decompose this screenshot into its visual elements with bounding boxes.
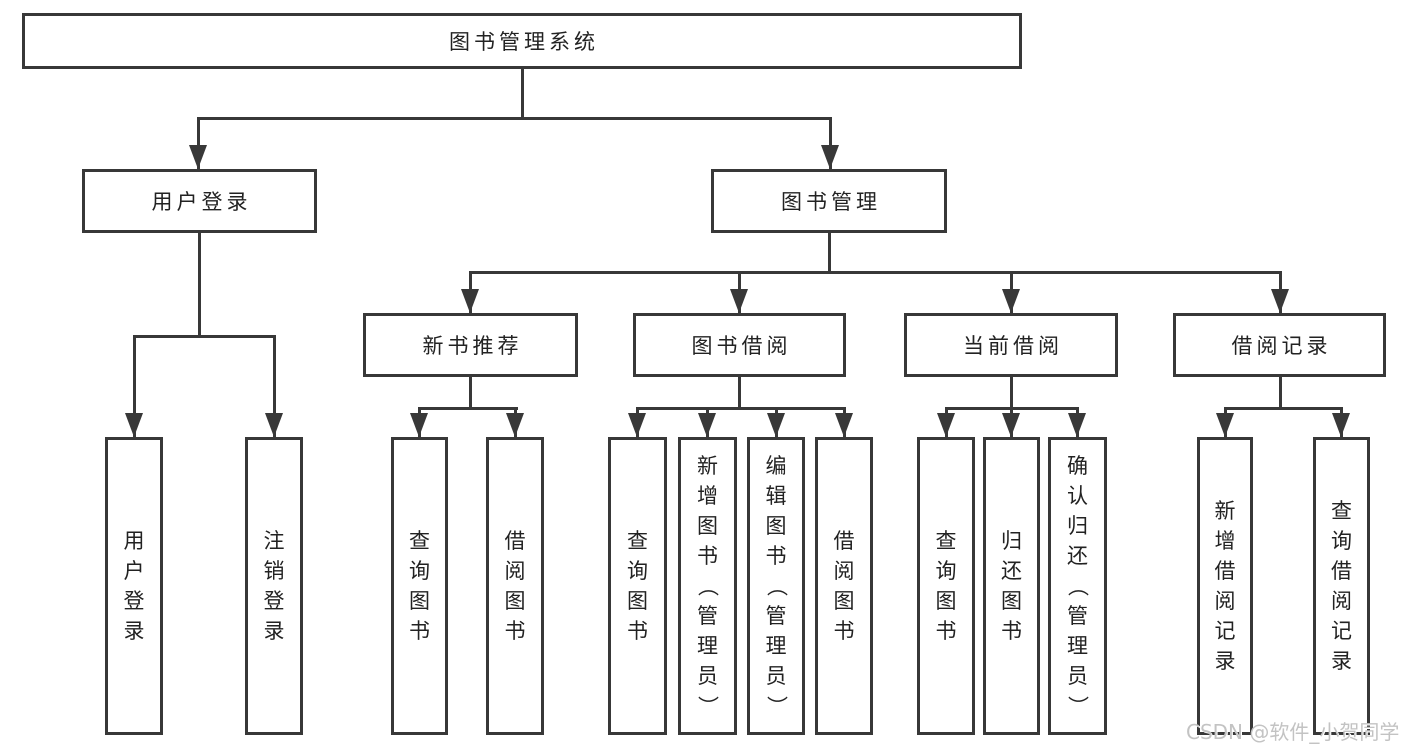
- node-label: 归还图书: [1001, 529, 1022, 643]
- node-label: 新书推荐: [422, 334, 523, 358]
- node-label: 当前借阅: [963, 334, 1063, 358]
- arrowhead-icon: [1068, 413, 1086, 437]
- node-label: 新增借阅记录: [1214, 499, 1236, 673]
- leaf-add-borrow-record: 新增借阅记录: [1197, 437, 1253, 735]
- arrowhead-icon: [461, 289, 479, 313]
- node-borrow-records: 借阅记录: [1173, 313, 1386, 377]
- node-book-management: 图书管理: [711, 169, 947, 233]
- arrowhead-icon: [1271, 289, 1289, 313]
- node-label: 编辑图书（管理员）: [764, 454, 788, 717]
- node-label: 借阅图书: [833, 529, 855, 643]
- node-label: 借阅图书: [504, 529, 526, 643]
- arrowhead-icon: [189, 145, 207, 169]
- connector-line: [273, 335, 276, 437]
- node-label: 新增图书（管理员）: [695, 454, 720, 717]
- node-user-login: 用户登录: [82, 169, 317, 233]
- node-current-borrow: 当前借阅: [904, 313, 1118, 377]
- connector-line: [469, 271, 1281, 274]
- node-label: 用户登录: [123, 529, 145, 643]
- arrowhead-icon: [265, 413, 283, 437]
- connector-line: [197, 117, 832, 120]
- arrowhead-icon: [1002, 289, 1020, 313]
- leaf-confirm-return-admin: 确认归还（管理员）: [1048, 437, 1107, 735]
- node-library-management-system: 图书管理系统: [22, 13, 1022, 69]
- arrowhead-icon: [698, 413, 716, 437]
- connector-line: [521, 69, 524, 117]
- node-label: 图书管理系统: [449, 30, 599, 54]
- leaf-edit-book-admin: 编辑图书（管理员）: [747, 437, 805, 735]
- arrowhead-icon: [1216, 413, 1234, 437]
- node-label: 用户登录: [151, 190, 252, 214]
- node-label: 图书借阅: [691, 334, 792, 358]
- leaf-query-books-3: 查询图书: [917, 437, 975, 735]
- node-label: 借阅记录: [1231, 334, 1332, 358]
- arrowhead-icon: [1002, 413, 1020, 437]
- arrowhead-icon: [506, 413, 524, 437]
- leaf-query-books-1: 查询图书: [391, 437, 448, 735]
- connector-line: [418, 407, 518, 410]
- node-label: 查询图书: [409, 529, 430, 643]
- arrowhead-icon: [835, 413, 853, 437]
- watermark: CSDN @软件_小贺同学: [1186, 720, 1400, 744]
- node-label: 注销登录: [263, 529, 285, 643]
- connector-line: [1279, 377, 1282, 407]
- node-new-book-recommend: 新书推荐: [363, 313, 578, 377]
- connector-line: [738, 377, 741, 407]
- connector-line: [1224, 407, 1343, 410]
- node-label: 查询图书: [935, 529, 957, 643]
- leaf-query-books-2: 查询图书: [608, 437, 667, 735]
- leaf-borrow-books-2: 借阅图书: [815, 437, 873, 735]
- arrowhead-icon: [821, 145, 839, 169]
- connector-line: [197, 117, 200, 169]
- leaf-user-login: 用户登录: [105, 437, 163, 735]
- arrowhead-icon: [1332, 413, 1350, 437]
- arrowhead-icon: [628, 413, 646, 437]
- connector-line: [133, 335, 136, 437]
- connector-line: [829, 117, 832, 169]
- leaf-borrow-books-1: 借阅图书: [486, 437, 544, 735]
- connector-line: [1010, 377, 1013, 407]
- leaf-return-book: 归还图书: [983, 437, 1040, 735]
- arrowhead-icon: [410, 413, 428, 437]
- leaf-query-borrow-record: 查询借阅记录: [1313, 437, 1370, 735]
- leaf-add-book-admin: 新增图书（管理员）: [678, 437, 737, 735]
- connector-line: [198, 233, 201, 335]
- node-label: 查询借阅记录: [1331, 499, 1352, 673]
- arrowhead-icon: [937, 413, 955, 437]
- connector-line: [828, 233, 831, 271]
- arrowhead-icon: [730, 289, 748, 313]
- arrowhead-icon: [767, 413, 785, 437]
- node-book-borrow: 图书借阅: [633, 313, 846, 377]
- node-label: 确认归还（管理员）: [1065, 454, 1090, 717]
- node-label: 图书管理: [781, 190, 881, 214]
- arrowhead-icon: [125, 413, 143, 437]
- connector-line: [469, 377, 472, 407]
- connector-line: [133, 335, 276, 338]
- node-label: 查询图书: [627, 529, 648, 643]
- connector-line: [636, 407, 846, 410]
- leaf-logout: 注销登录: [245, 437, 303, 735]
